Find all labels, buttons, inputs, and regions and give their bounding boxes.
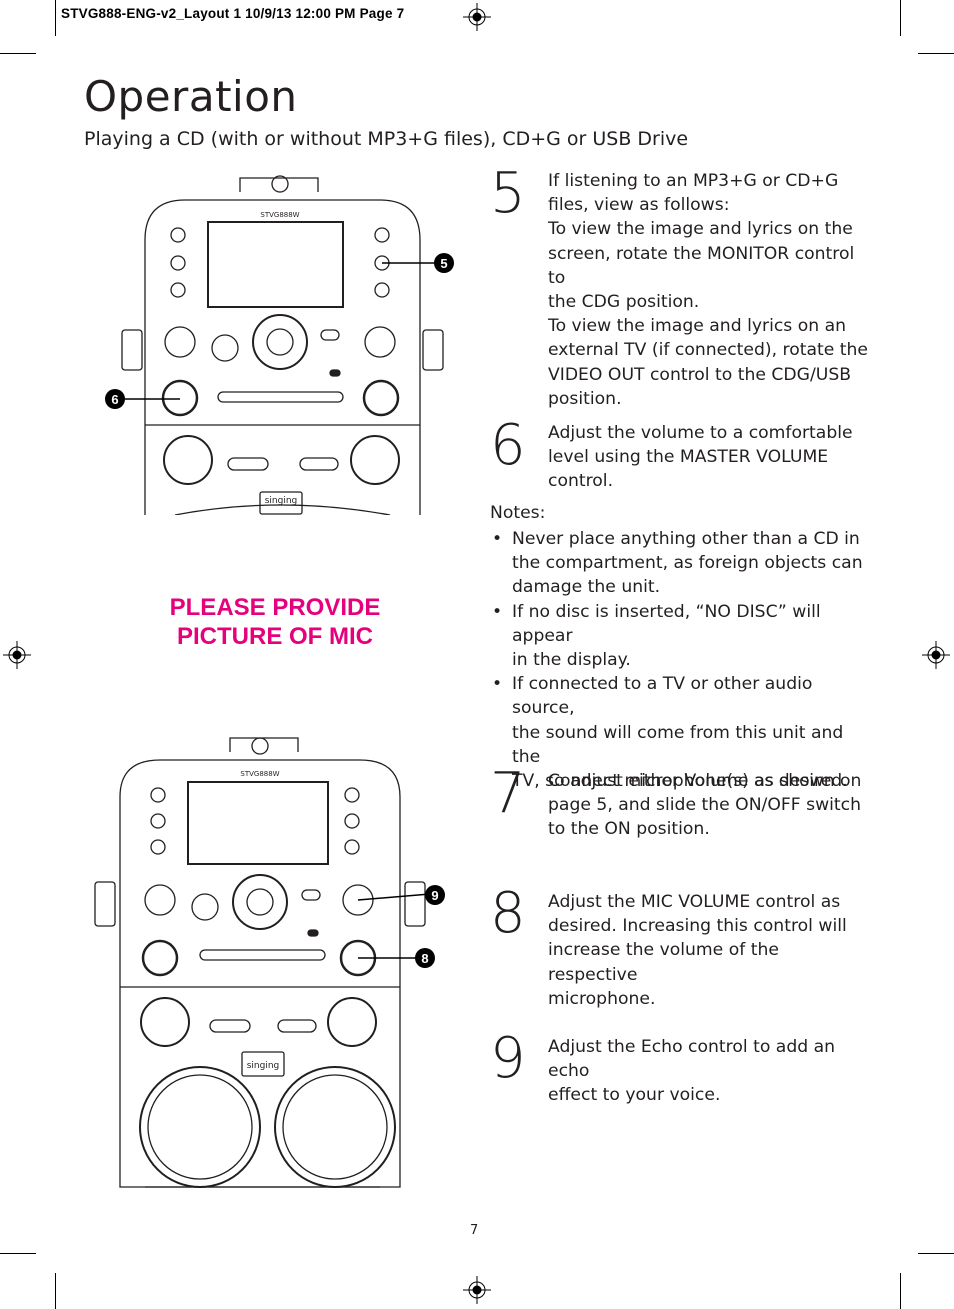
note-item: • If no disc is inserted, “NO DISC” will… bbox=[490, 600, 875, 673]
step-line: Adjust the MIC VOLUME control as bbox=[548, 892, 841, 912]
step-5-number: 5 bbox=[490, 161, 526, 226]
step-line: to the ON position. bbox=[548, 819, 710, 840]
section-subtitle: Playing a CD (with or without MP3+G file… bbox=[84, 128, 689, 150]
bullet: • bbox=[492, 529, 503, 549]
page-title: Operation bbox=[84, 72, 298, 121]
unit-model-label: STVG888W bbox=[240, 770, 279, 778]
mic-picture-placeholder: PLEASE PROVIDE PICTURE OF MIC bbox=[140, 593, 410, 651]
unit-model-label: STVG888W bbox=[260, 211, 299, 219]
step-line: Adjust the Echo control to add an echo bbox=[548, 1037, 836, 1082]
callout-5-label: 5 bbox=[440, 256, 447, 271]
brand-logo: singing bbox=[265, 496, 298, 506]
brand-logo: singing bbox=[247, 1061, 280, 1071]
callout-8-marker bbox=[415, 948, 435, 968]
step-line: the CDG position. bbox=[548, 292, 700, 313]
step-9-number: 9 bbox=[490, 1026, 526, 1091]
print-slug: STVG888-ENG-v2_Layout 1 10/9/13 12:00 PM… bbox=[61, 6, 405, 21]
step-line: microphone. bbox=[548, 988, 656, 1009]
note-line: If no disc is inserted, “NO DISC” will a… bbox=[512, 601, 821, 646]
step-line: increase the volume of the respective bbox=[548, 940, 779, 985]
bullet: • bbox=[492, 674, 503, 695]
note-line: Never place anything other than a CD in bbox=[512, 529, 860, 549]
placeholder-line-2: PICTURE OF MIC bbox=[177, 623, 373, 650]
note-item: • Never place anything other than a CD i… bbox=[490, 527, 875, 600]
callout-8-label: 8 bbox=[421, 951, 428, 966]
karaoke-unit-figure-top: STVG888W singing 5 6 bbox=[105, 175, 454, 515]
note-line: in the display. bbox=[512, 650, 631, 671]
note-line: damage the unit. bbox=[512, 577, 661, 598]
note-line: If connected to a TV or other audio sour… bbox=[512, 674, 813, 719]
step-line: external TV (if connected), rotate the bbox=[548, 340, 868, 361]
page-number: 7 bbox=[470, 1223, 479, 1238]
step-line: To view the image and lyrics on the bbox=[548, 219, 853, 240]
notes-heading: Notes: bbox=[490, 503, 546, 523]
note-line: the sound will come from this unit and t… bbox=[512, 722, 844, 767]
step-9-text: Adjust the Echo control to add an echo e… bbox=[548, 1035, 873, 1108]
step-7-text: Connect microphone(s) as shown on page 5… bbox=[548, 769, 873, 842]
step-6-number: 6 bbox=[490, 413, 526, 478]
step-line: VIDEO OUT control to the CDG/USB bbox=[548, 364, 852, 385]
step-line: Adjust the volume to a comfortable bbox=[548, 423, 853, 443]
callout-6-marker bbox=[105, 389, 125, 409]
step-line: position. bbox=[548, 388, 622, 409]
bullet: • bbox=[492, 601, 503, 622]
step-8-text: Adjust the MIC VOLUME control as desired… bbox=[548, 890, 873, 1011]
callout-9-label: 9 bbox=[431, 888, 438, 903]
step-line: level using the MASTER VOLUME bbox=[548, 447, 829, 468]
note-line: TV, so adjust either Volume as desired. bbox=[512, 771, 848, 792]
step-line: Connect microphone(s) as shown on bbox=[548, 771, 862, 791]
step-5-text: If listening to an MP3+G or CD+G files, … bbox=[548, 169, 873, 411]
note-item: • If connected to a TV or other audio so… bbox=[490, 672, 875, 793]
step-line: screen, rotate the MONITOR control to bbox=[548, 243, 855, 288]
step-line: desired. Increasing this control will bbox=[548, 916, 847, 937]
callout-9-marker bbox=[425, 885, 445, 905]
step-line: control. bbox=[548, 471, 614, 492]
callout-5-marker bbox=[434, 253, 454, 273]
step-line: If listening to an MP3+G or CD+G bbox=[548, 171, 839, 191]
step-7-number: 7 bbox=[490, 761, 526, 826]
notes-list: • Never place anything other than a CD i… bbox=[490, 527, 875, 793]
callout-6-label: 6 bbox=[111, 392, 118, 407]
placeholder-line-1: PLEASE PROVIDE bbox=[169, 594, 381, 621]
step-line: To view the image and lyrics on an bbox=[548, 316, 847, 337]
step-line: page 5, and slide the ON/OFF switch bbox=[548, 795, 861, 816]
karaoke-unit-figure-bottom: STVG888W singing 9 8 bbox=[94, 737, 445, 1188]
step-8-number: 8 bbox=[490, 881, 526, 946]
note-line: the compartment, as foreign objects can bbox=[512, 553, 863, 574]
step-6-text: Adjust the volume to a comfortable level… bbox=[548, 421, 873, 494]
step-line: files, view as follows: bbox=[548, 195, 730, 216]
step-line: effect to your voice. bbox=[548, 1085, 721, 1106]
